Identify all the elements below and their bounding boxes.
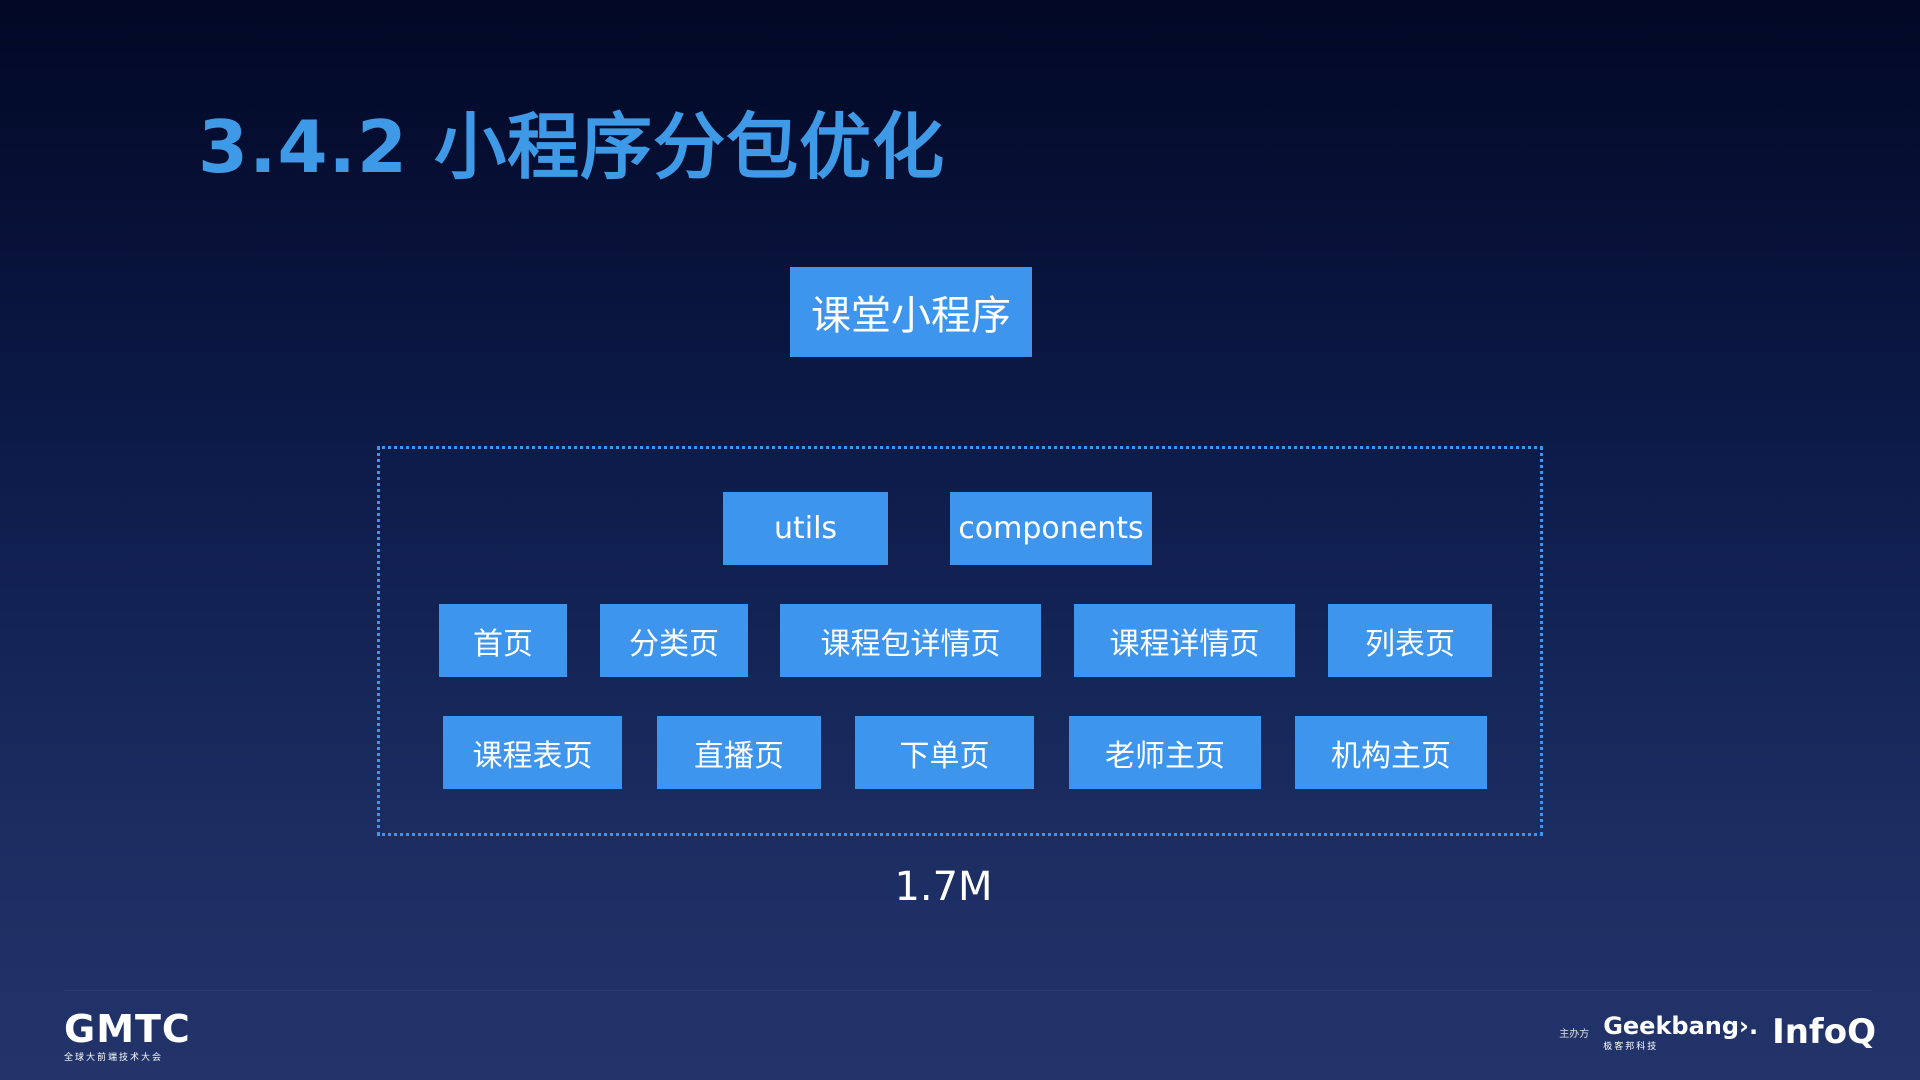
slide-title: 3.4.2 小程序分包优化	[198, 105, 946, 189]
node-live-page: 直播页	[657, 716, 821, 789]
root-node: 课堂小程序	[790, 267, 1032, 357]
node-teacher-home-page: 老师主页	[1069, 716, 1261, 789]
gmtc-logo: GMTC 全球大前端技术大会	[64, 1010, 191, 1063]
geekbang-logo: Geekbang›. 极客邦科技	[1603, 1013, 1758, 1052]
node-components: components	[950, 492, 1152, 565]
infoq-logo: InfoQ	[1772, 1012, 1876, 1052]
node-list-page: 列表页	[1328, 604, 1492, 677]
node-course-package-detail-page: 课程包详情页	[780, 604, 1041, 677]
node-institution-home-page: 机构主页	[1295, 716, 1487, 789]
gmtc-logo-text: GMTC	[64, 1007, 191, 1051]
node-utils: utils	[723, 492, 888, 565]
node-course-detail-page: 课程详情页	[1074, 604, 1295, 677]
geekbang-logo-text: Geekbang›.	[1603, 1011, 1759, 1040]
package-container	[377, 446, 1543, 836]
node-schedule-page: 课程表页	[443, 716, 622, 789]
node-home-page: 首页	[439, 604, 567, 677]
footer-divider	[64, 990, 1872, 991]
node-category-page: 分类页	[600, 604, 748, 677]
package-size-label: 1.7M	[894, 864, 993, 910]
sponsor-logos: 主办方 Geekbang›. 极客邦科技 InfoQ	[1559, 1012, 1876, 1052]
organizer-label: 主办方	[1559, 1028, 1590, 1040]
gmtc-logo-subtitle: 全球大前端技术大会	[64, 1053, 164, 1063]
node-order-page: 下单页	[855, 716, 1034, 789]
geekbang-logo-subtitle: 极客邦科技	[1603, 1041, 1659, 1052]
